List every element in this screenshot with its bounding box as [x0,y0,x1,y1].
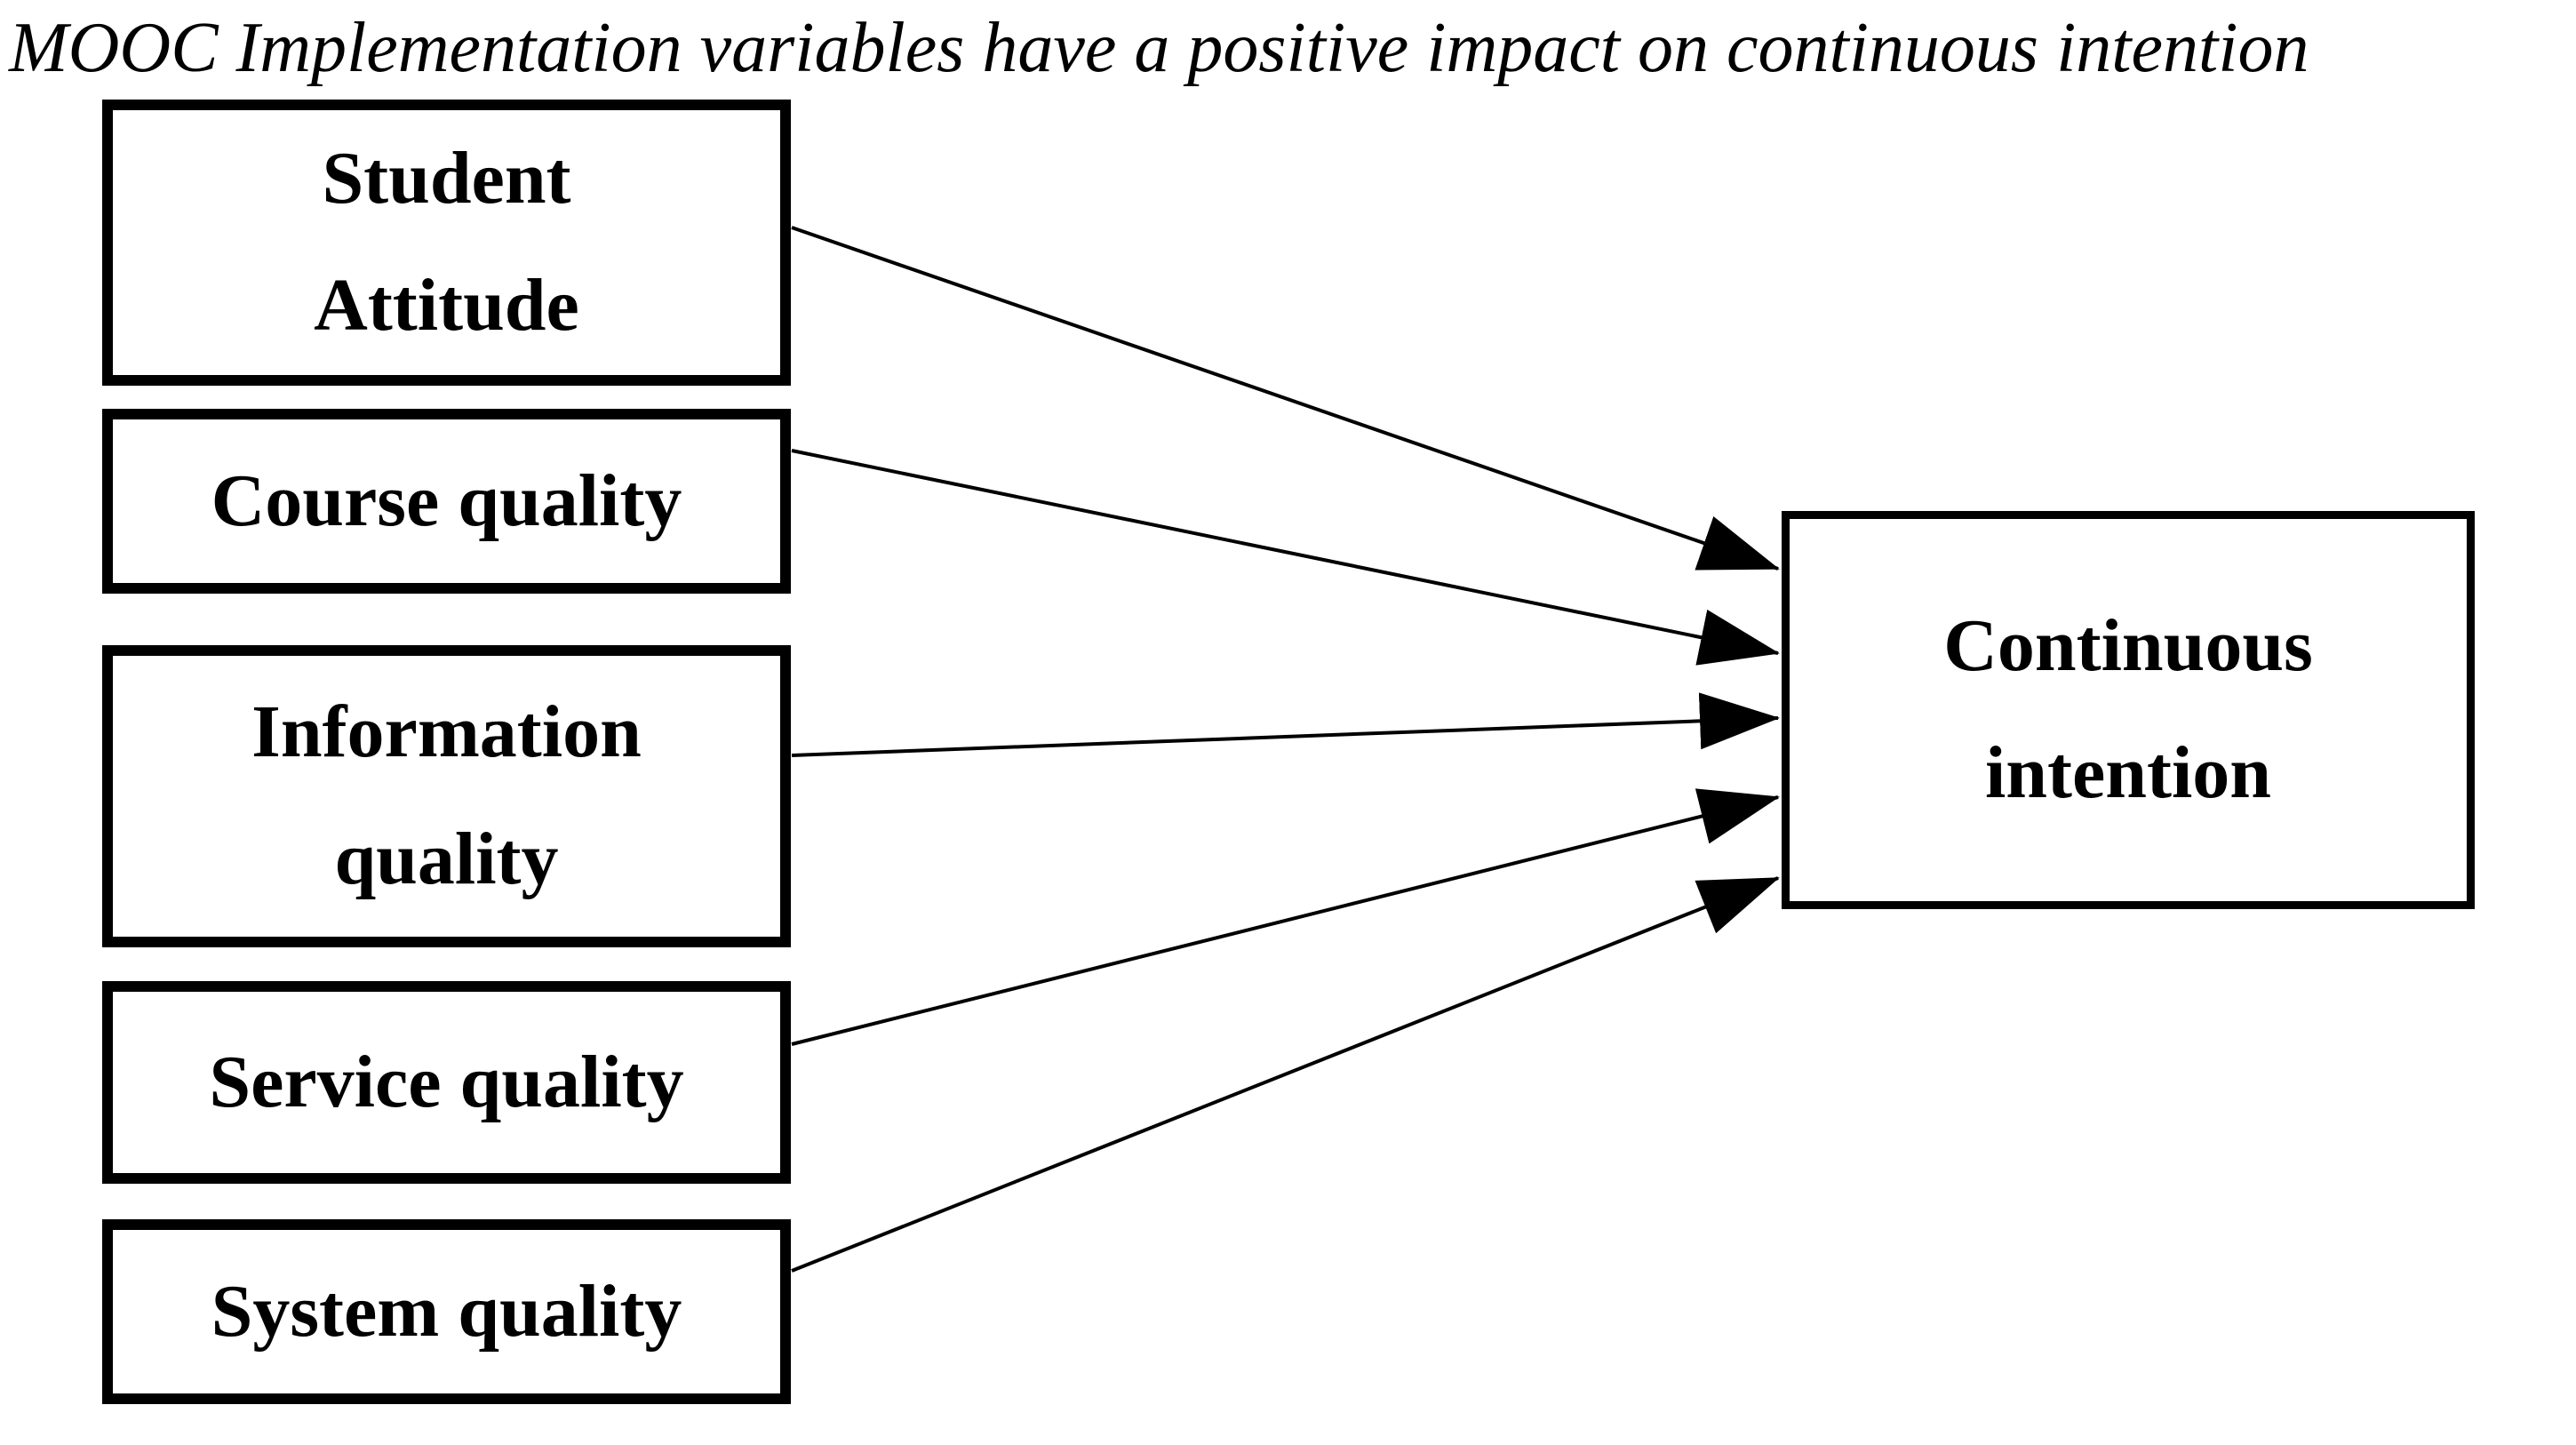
arrow-information-quality-to-continuous-intention [791,692,1780,757]
arrow-service-quality-to-continuous-intention [791,788,1780,1046]
box-student-attitude: Student Attitude [102,100,791,386]
box-information-quality-label: Information quality [251,691,642,900]
box-information-quality: Information quality [102,645,791,947]
box-course-quality-label: Course quality [211,459,682,542]
box-system-quality: System quality [102,1219,791,1404]
box-course-quality: Course quality [102,409,791,594]
box-service-quality: Service quality [102,981,791,1184]
arrow-system-quality-to-continuous-intention [791,876,1780,1273]
arrow-student-attitude-to-continuous-intention [791,226,1780,571]
box-continuous-intention: Continuous intention [1782,511,2475,909]
box-system-quality-label: System quality [211,1269,682,1353]
box-service-quality-label: Service quality [209,1040,684,1123]
hypothesis-title: MOOC Implementation variables have a pos… [9,9,2309,87]
box-continuous-intention-label: Continuous intention [1943,604,2313,814]
box-student-attitude-label: Student Attitude [314,137,579,347]
arrow-course-quality-to-continuous-intention [791,449,1780,666]
